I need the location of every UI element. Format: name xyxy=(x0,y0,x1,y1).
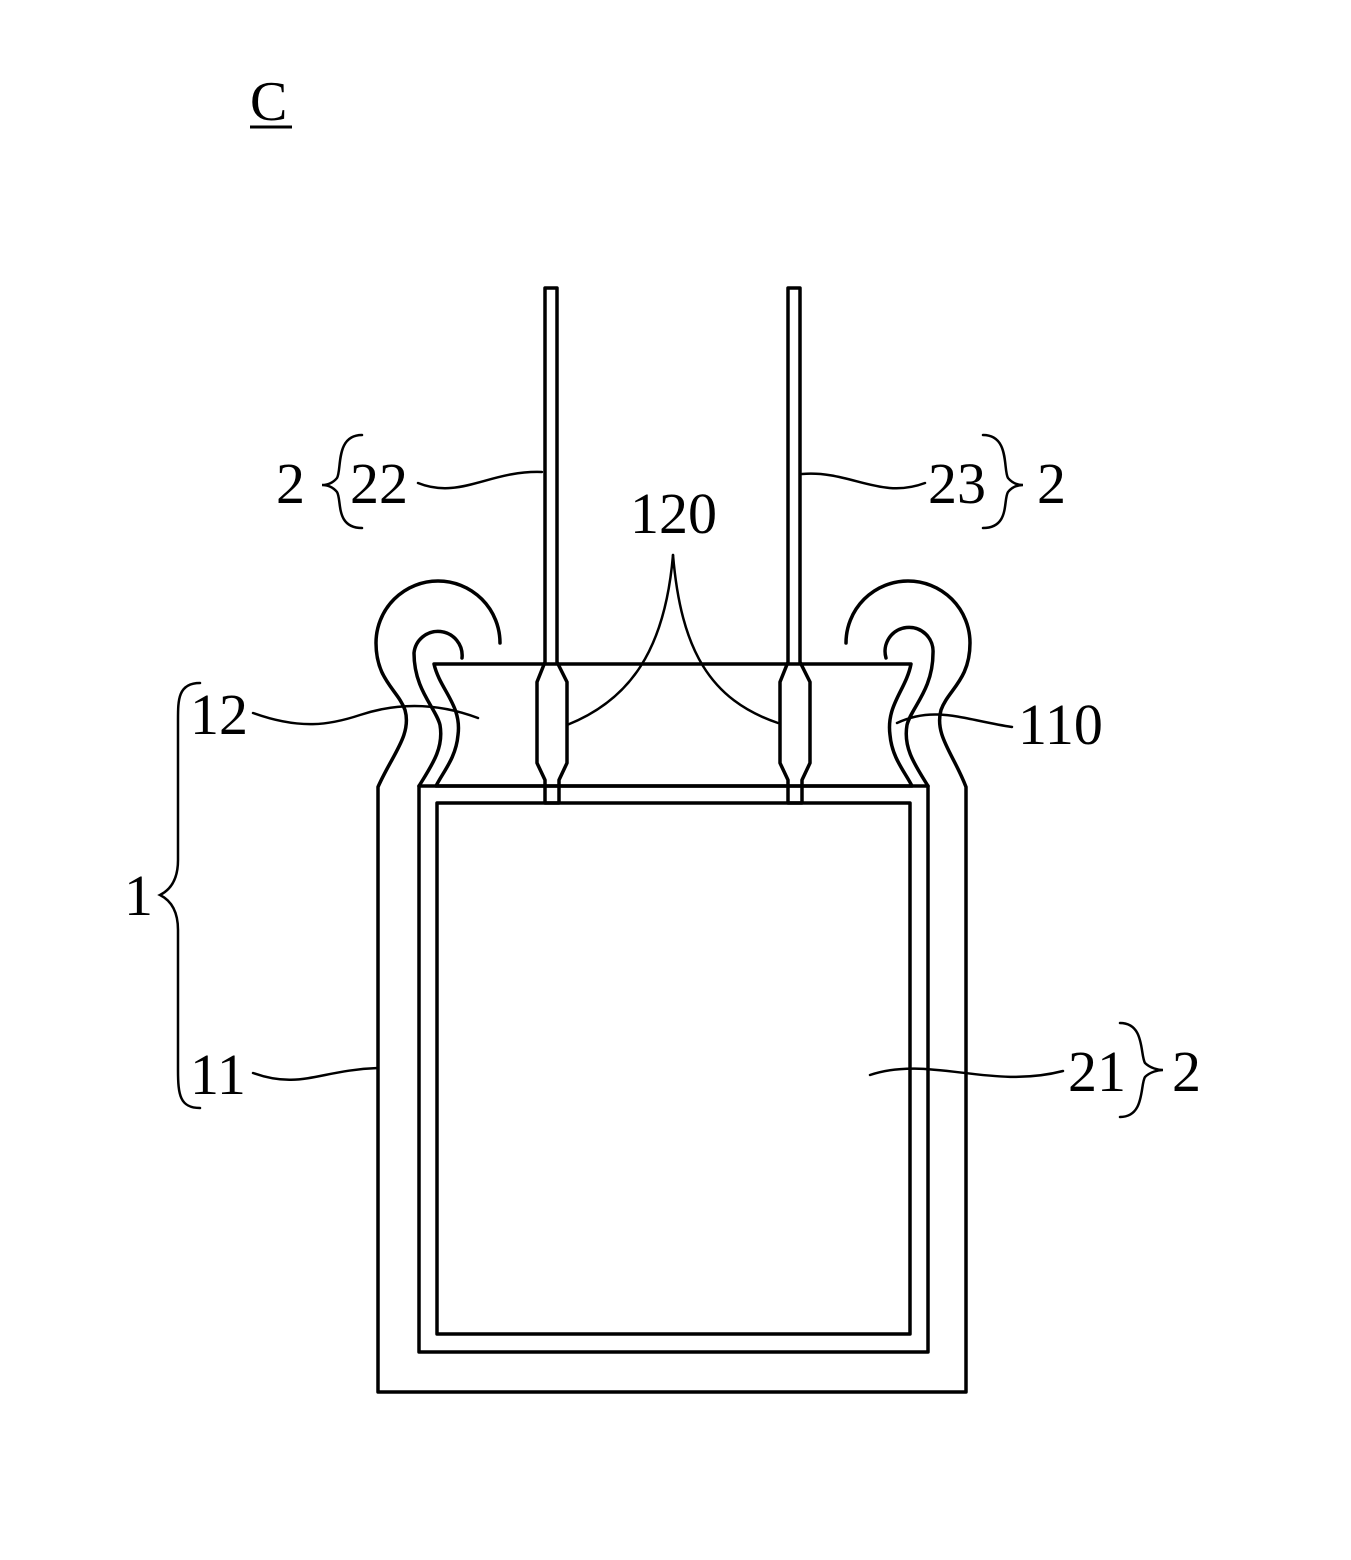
label-120: 120 xyxy=(630,481,717,546)
label-2-right: 2 xyxy=(1037,451,1066,516)
figure-title: C xyxy=(250,71,287,133)
leader-110 xyxy=(897,714,1012,727)
label-12: 12 xyxy=(190,682,248,747)
label-22: 22 xyxy=(350,451,408,516)
capacitor-element xyxy=(437,803,910,1334)
brace-2-bottom xyxy=(1120,1023,1163,1117)
label-23: 23 xyxy=(928,451,986,516)
leader-120-left xyxy=(567,555,673,725)
leader-23 xyxy=(802,474,925,489)
brace-2-right xyxy=(983,435,1023,528)
inner-housing xyxy=(419,786,928,1352)
seal-cap xyxy=(434,664,912,786)
label-110: 110 xyxy=(1018,692,1103,757)
label-11: 11 xyxy=(190,1042,246,1107)
label-21: 21 xyxy=(1068,1039,1126,1104)
lead-wire-23 xyxy=(780,288,810,803)
label-1: 1 xyxy=(124,863,153,928)
lead-wire-22 xyxy=(537,288,567,803)
leader-12 xyxy=(253,706,478,724)
label-2-left: 2 xyxy=(276,451,305,516)
leader-120-right xyxy=(673,555,778,723)
label-2-bottom: 2 xyxy=(1172,1039,1201,1104)
leader-22 xyxy=(418,472,542,488)
leader-11 xyxy=(253,1068,378,1080)
outer-casing xyxy=(376,581,970,1392)
casing-inner-wall xyxy=(414,627,933,786)
